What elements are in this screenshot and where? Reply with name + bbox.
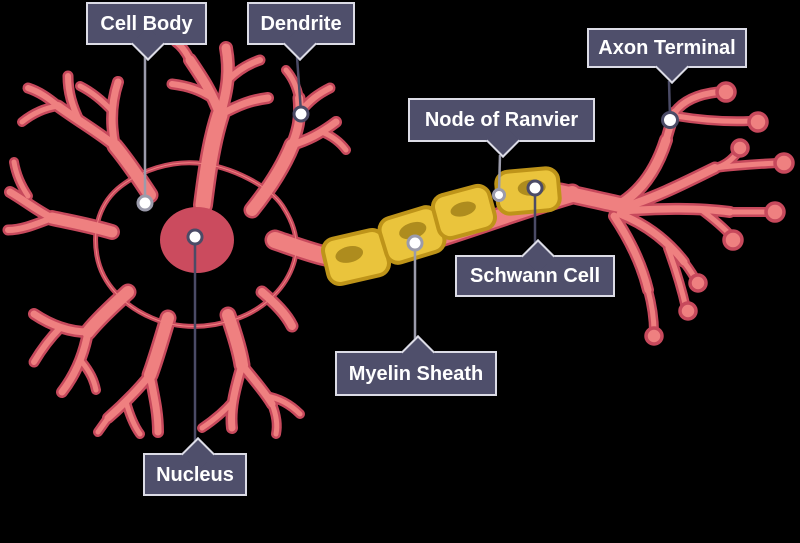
label-axon-terminal-text: Axon Terminal — [598, 37, 736, 59]
marker-dendrite — [292, 105, 310, 123]
label-schwann-cell: Schwann Cell — [455, 239, 615, 297]
marker-nucleus — [186, 228, 204, 246]
label-cell-body-text: Cell Body — [100, 12, 193, 35]
marker-schwann-cell — [526, 179, 544, 197]
label-dendrite-text: Dendrite — [260, 12, 342, 35]
leader-lines — [143, 56, 672, 441]
label-schwann-cell-text: Schwann Cell — [469, 265, 601, 287]
label-node-of-ranvier: Node of Ranvier — [408, 98, 595, 158]
axon-terminal-bulbs — [644, 81, 795, 346]
label-myelin-sheath: Myelin Sheath — [335, 335, 497, 396]
label-axon-terminal: Axon Terminal — [587, 28, 747, 84]
leader-dendrite — [295, 56, 303, 113]
marker-cell-body — [136, 194, 154, 212]
point-markers — [136, 105, 679, 252]
marker-axon-terminal — [661, 111, 679, 129]
label-nucleus: Nucleus — [143, 437, 247, 496]
label-dendrite: Dendrite — [247, 2, 355, 61]
label-nucleus-text: Nucleus — [156, 463, 234, 486]
leader-node-of-ranvier — [497, 154, 502, 194]
label-cell-body: Cell Body — [86, 2, 207, 61]
neuron-cell — [8, 42, 795, 434]
marker-myelin-sheath — [406, 234, 424, 252]
label-node-of-ranvier-text: Node of Ranvier — [424, 109, 579, 131]
myelin-sheath — [321, 166, 562, 286]
myelin-segment-2 — [377, 205, 447, 265]
label-myelin-sheath-text: Myelin Sheath — [348, 362, 484, 385]
marker-node-of-ranvier — [492, 188, 506, 202]
myelin-segment-3 — [430, 183, 498, 241]
